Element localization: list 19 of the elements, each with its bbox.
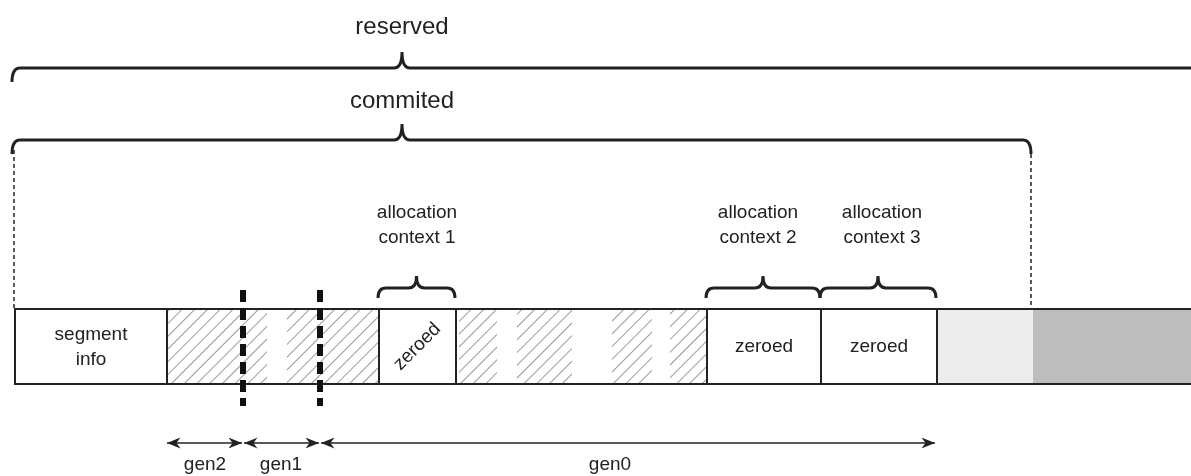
rotated-label-box <box>378 308 455 385</box>
context-label: allocation context 3 <box>840 200 924 249</box>
context-label: allocation context 1 <box>375 200 459 249</box>
context-label: allocation context 2 <box>716 200 800 249</box>
brace-label: commited <box>349 85 455 115</box>
block-label: zeroed <box>733 334 795 359</box>
hatched-box <box>455 308 706 385</box>
shaded-box <box>936 308 1033 385</box>
hatched-box <box>166 308 378 385</box>
memory-block <box>706 308 820 385</box>
shaded-box <box>1033 308 1191 385</box>
memory-block <box>820 308 936 385</box>
brace-label: reserved <box>354 11 450 41</box>
block-label: segment info <box>53 321 129 371</box>
generation-label: gen0 <box>587 452 633 476</box>
block-label: zeroed <box>848 334 910 359</box>
generation-label: gen1 <box>258 452 304 476</box>
generation-label: gen2 <box>182 452 228 476</box>
memory-block <box>14 308 166 385</box>
